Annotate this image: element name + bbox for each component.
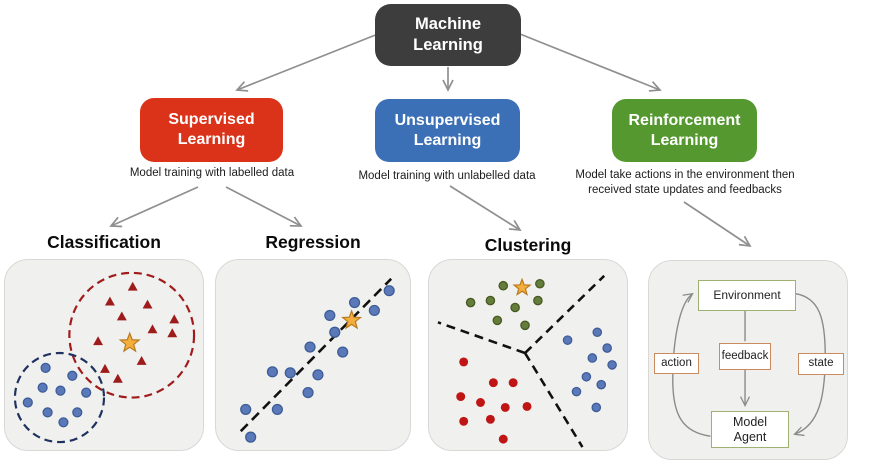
feedback-box: feedback <box>719 343 771 370</box>
environment-box: Environment <box>698 280 796 311</box>
unsupervised-description: Model training with unlabelled data <box>358 170 536 182</box>
arrow-supervised-to-regression <box>225 186 303 227</box>
classification-plot <box>13 271 196 444</box>
arrow-unsupervised-to-clustering <box>449 185 522 232</box>
model-agent-label: Model Agent <box>732 414 768 444</box>
arrow-reinforcement-to-panel <box>683 201 752 248</box>
regression-title: Regression <box>265 232 361 252</box>
arrow-supervised-to-classification <box>109 186 199 228</box>
environment-label: Environment <box>713 288 781 303</box>
arrow-action-loop <box>672 292 711 437</box>
machine-learning-node: Machine Learning <box>375 4 521 66</box>
arrow-root-to-supervised <box>235 33 379 92</box>
arrow-root-to-reinforcement <box>519 33 662 92</box>
machine-learning-label: Machine Learning <box>413 15 483 54</box>
supervised-learning-label: Supervised Learning <box>168 111 255 148</box>
reinforcement-panel: Environment action feedback state Model … <box>648 260 848 460</box>
regression-plot <box>239 277 395 443</box>
clustering-plot <box>437 274 617 448</box>
classification-panel <box>4 259 204 451</box>
state-box: state <box>798 353 844 375</box>
unsupervised-learning-node: Unsupervised Learning <box>375 99 520 162</box>
clustering-panel <box>428 259 628 451</box>
action-box: action <box>654 353 699 374</box>
reinforcement-learning-label: Reinforcement Learning <box>628 111 741 149</box>
model-agent-box: Model Agent <box>711 411 789 448</box>
feedback-label: feedback <box>721 349 769 362</box>
reinforcement-description: Model take actions in the environment th… <box>575 169 795 196</box>
supervised-description: Model training with labelled data <box>129 167 295 179</box>
state-label: state <box>808 357 834 370</box>
clustering-title: Clustering <box>484 235 572 255</box>
action-label: action <box>661 356 692 369</box>
reinforcement-learning-node: Reinforcement Learning <box>612 99 757 162</box>
classification-title: Classification <box>47 232 161 252</box>
supervised-learning-node: Supervised Learning <box>140 98 283 162</box>
unsupervised-learning-label: Unsupervised Learning <box>394 111 501 149</box>
regression-panel <box>215 259 411 451</box>
